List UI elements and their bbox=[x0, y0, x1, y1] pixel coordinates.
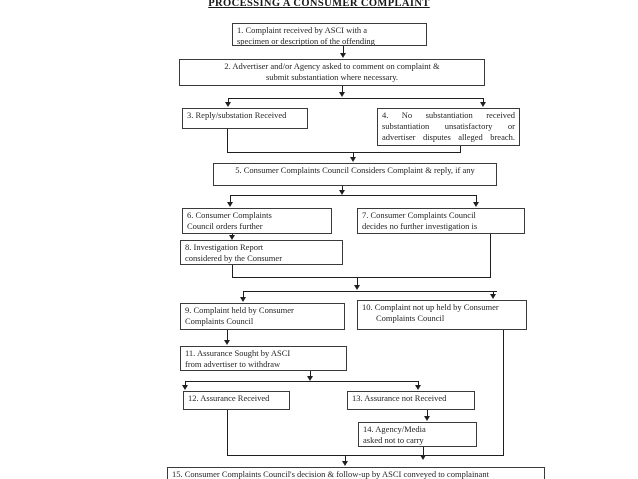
node-text-line: decides no further investigation is bbox=[362, 221, 478, 231]
node-text-line: Complaints Council bbox=[185, 316, 254, 326]
arrow-down-icon bbox=[339, 190, 345, 195]
arrow-down-icon bbox=[490, 294, 496, 299]
flow-node-15: 15. Consumer Complaints Council's decisi… bbox=[167, 467, 545, 479]
arrow-down-icon bbox=[240, 297, 246, 302]
arrow-down-icon bbox=[415, 385, 421, 390]
flow-node-3: 3. Reply/substation Received bbox=[182, 108, 308, 129]
arrow-down-icon bbox=[340, 53, 346, 58]
connector-line bbox=[230, 195, 231, 203]
connector-line bbox=[185, 381, 419, 382]
connector-line bbox=[227, 455, 504, 456]
arrow-down-icon bbox=[225, 102, 231, 107]
flow-node-7: 7. Consumer Complaints Council decides n… bbox=[357, 208, 525, 234]
node-text-line: specimen or description of the offending bbox=[237, 36, 375, 46]
node-text-line: 1. Complaint received by ASCI with a bbox=[237, 25, 368, 35]
connector-line bbox=[243, 291, 497, 292]
node-text-line: 13. Assurance not Received bbox=[352, 393, 447, 403]
arrow-down-icon bbox=[473, 202, 479, 207]
connector-line bbox=[230, 195, 477, 196]
connector-line bbox=[423, 447, 424, 456]
connector-line bbox=[483, 98, 484, 103]
flow-node-12: 12. Assurance Received bbox=[183, 391, 290, 410]
node-text-line: 6. Consumer Complaints bbox=[187, 210, 272, 220]
flow-node-9: 9. Complaint held by Consumer Complaints… bbox=[180, 303, 345, 330]
arrow-down-icon bbox=[354, 285, 360, 290]
arrow-down-icon bbox=[229, 235, 235, 240]
connector-line bbox=[490, 234, 491, 278]
arrow-down-icon bbox=[342, 461, 348, 466]
node-text-line: Complaints Council bbox=[376, 313, 445, 323]
node-text-line: asked not to carry bbox=[363, 435, 424, 445]
connector-line bbox=[227, 410, 228, 455]
node-text-line: 3. Reply/substation Received bbox=[187, 110, 287, 120]
connector-line bbox=[503, 330, 504, 455]
arrow-down-icon bbox=[182, 385, 188, 390]
arrow-down-icon bbox=[480, 102, 486, 107]
connector-line bbox=[185, 381, 186, 386]
node-text-line: 12. Assurance Received bbox=[188, 393, 270, 403]
connector-line bbox=[476, 195, 477, 203]
node-text-line: from advertiser to withdraw bbox=[185, 359, 281, 369]
connector-line bbox=[345, 455, 346, 462]
connector-line bbox=[427, 410, 428, 417]
node-text-line: 11. Assurance Sought by ASCI bbox=[185, 348, 291, 358]
connector-line bbox=[227, 330, 228, 341]
flow-node-4: 4. No substantiation received substantia… bbox=[377, 108, 520, 146]
arrow-down-icon bbox=[227, 202, 233, 207]
node-text-line: submit substantiation where necessary. bbox=[265, 72, 399, 82]
arrow-down-icon bbox=[350, 157, 356, 162]
node-text-line: 15. Consumer Complaints Council's decisi… bbox=[172, 469, 489, 479]
connector-line bbox=[228, 98, 484, 99]
arrow-down-icon bbox=[420, 455, 426, 460]
connector-line bbox=[342, 186, 343, 191]
node-text-line: 9. Complaint held by Consumer bbox=[185, 305, 294, 315]
node-text-line: 2. Advertiser and/or Agency asked to com… bbox=[224, 61, 440, 71]
connector-line bbox=[460, 146, 461, 153]
flow-node-1: 1. Complaint received by ASCI with a spe… bbox=[232, 23, 427, 46]
connector-line bbox=[493, 291, 494, 295]
flow-node-5: 5. Consumer Complaints Council Considers… bbox=[213, 163, 497, 186]
connector-line bbox=[357, 277, 358, 286]
flow-node-6: 6. Consumer Complaints Council orders fu… bbox=[182, 208, 332, 234]
node-text-line: Council orders further bbox=[187, 221, 263, 231]
arrow-down-icon bbox=[339, 92, 345, 97]
connector-line bbox=[342, 86, 343, 93]
connector-line bbox=[227, 129, 228, 153]
connector-line bbox=[343, 46, 344, 54]
flow-node-8: 8. Investigation Report considered by th… bbox=[180, 240, 343, 265]
arrow-down-icon bbox=[307, 376, 313, 381]
connector-line bbox=[353, 152, 354, 158]
node-text-line: considered by the Consumer bbox=[185, 253, 283, 263]
page-title: PROCESSING A CONSUMER COMPLAINT bbox=[208, 0, 430, 9]
node-text-line: 8. Investigation Report bbox=[185, 242, 264, 252]
flow-node-11: 11. Assurance Sought by ASCI from advert… bbox=[180, 346, 347, 371]
node-text-line: advertiser disputes alleged breach. bbox=[382, 132, 515, 142]
node-text-line: 7. Consumer Complaints Council bbox=[362, 210, 476, 220]
node-text-line: 5. Consumer Complaints Council Considers… bbox=[235, 165, 475, 175]
connector-line bbox=[232, 277, 491, 278]
connector-line bbox=[418, 381, 419, 386]
connector-line bbox=[310, 371, 311, 377]
node-text-line: 4. No substantiation received bbox=[382, 110, 515, 120]
flow-node-14: 14. Agency/Media asked not to carry bbox=[358, 422, 477, 447]
connector-line bbox=[243, 291, 244, 298]
node-text-line: 14. Agency/Media bbox=[363, 424, 426, 434]
connector-line bbox=[227, 152, 461, 153]
flow-node-2: 2. Advertiser and/or Agency asked to com… bbox=[179, 59, 485, 86]
connector-line bbox=[232, 265, 233, 278]
flow-node-13: 13. Assurance not Received bbox=[347, 391, 475, 410]
connector-line bbox=[228, 98, 229, 103]
flow-node-10: 10. Complaint not up held by Consumer Co… bbox=[357, 300, 527, 330]
node-text-line: substantiation unsatisfactory or bbox=[382, 121, 515, 131]
node-text-line: 10. Complaint not up held by Consumer bbox=[362, 302, 499, 312]
arrow-down-icon bbox=[224, 340, 230, 345]
arrow-down-icon bbox=[424, 416, 430, 421]
